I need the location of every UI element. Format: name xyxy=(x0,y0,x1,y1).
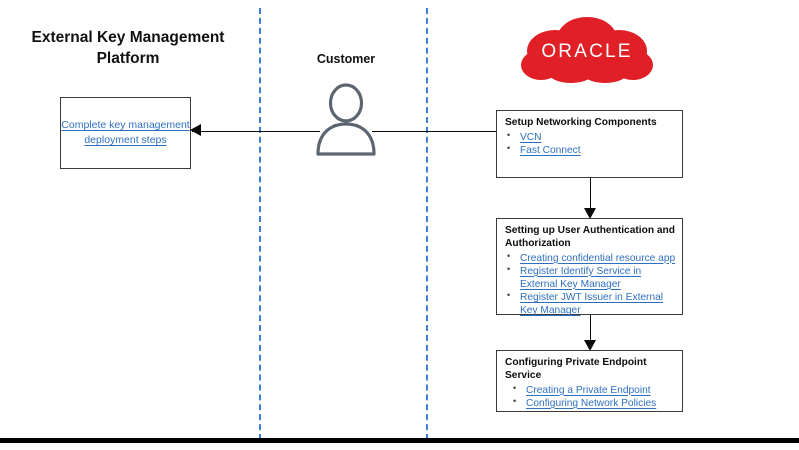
list-item[interactable]: VCN xyxy=(505,130,677,144)
bottom-divider xyxy=(0,438,799,443)
connector-box1-to-box2 xyxy=(590,178,591,211)
list-item[interactable]: Register JWT Issuer in External Key Mana… xyxy=(505,290,677,317)
link-vcn[interactable]: VCN xyxy=(520,131,542,143)
arrow-down-icon xyxy=(584,340,596,351)
list-item[interactable]: Register Identify Service in External Ke… xyxy=(505,264,677,291)
bullet-list: Creating confidential resource app Regis… xyxy=(505,251,677,317)
setup-networking-components-box[interactable]: Setup Networking Components VCN Fast Con… xyxy=(496,110,683,178)
bullet-list: Creating a Private Endpoint Configuring … xyxy=(505,383,677,410)
list-item[interactable]: Fast Connect xyxy=(505,143,677,157)
complete-key-management-link[interactable]: Complete key management deployment steps xyxy=(61,118,190,146)
box-heading: Setting up User Authentication and Autho… xyxy=(505,225,675,249)
arrow-left-icon xyxy=(190,124,201,136)
box-heading: Configuring Private Endpoint Service xyxy=(505,357,647,381)
list-item[interactable]: Creating a Private Endpoint xyxy=(505,383,677,397)
oracle-cloud-logo: ORACLE xyxy=(511,13,663,91)
link-register-jwt-issuer[interactable]: Register JWT Issuer in External Key Mana… xyxy=(520,291,664,316)
customer-label: Customer xyxy=(316,52,376,66)
bullet-list: VCN Fast Connect xyxy=(505,130,677,157)
connector-box2-to-box3 xyxy=(590,315,591,343)
link-configuring-network-policies[interactable]: Configuring Network Policies xyxy=(526,397,657,409)
swimlane-divider-right xyxy=(426,8,428,440)
link-creating-a-private-endpoint[interactable]: Creating a Private Endpoint xyxy=(526,384,651,396)
complete-key-management-box[interactable]: Complete key management deployment steps xyxy=(60,97,191,169)
connector-networking-to-customer xyxy=(372,131,496,132)
list-item[interactable]: Creating confidential resource app xyxy=(505,251,677,265)
arrow-down-icon xyxy=(584,208,596,219)
swimlane-divider-left xyxy=(259,8,261,440)
customer-person-icon xyxy=(306,78,386,158)
link-creating-confidential-resource-app[interactable]: Creating confidential resource app xyxy=(520,252,676,264)
connector-customer-to-left-box xyxy=(192,131,320,132)
configuring-private-endpoint-service-box[interactable]: Configuring Private Endpoint Service Cre… xyxy=(496,350,683,412)
link-fast-connect[interactable]: Fast Connect xyxy=(520,144,581,156)
link-register-identity-service[interactable]: Register Identify Service in External Ke… xyxy=(520,265,642,290)
box-heading: Setup Networking Components xyxy=(505,117,657,128)
page-title: External Key Management Platform xyxy=(31,29,225,67)
user-authentication-authorization-box[interactable]: Setting up User Authentication and Autho… xyxy=(496,218,683,317)
list-item[interactable]: Configuring Network Policies xyxy=(505,396,677,410)
